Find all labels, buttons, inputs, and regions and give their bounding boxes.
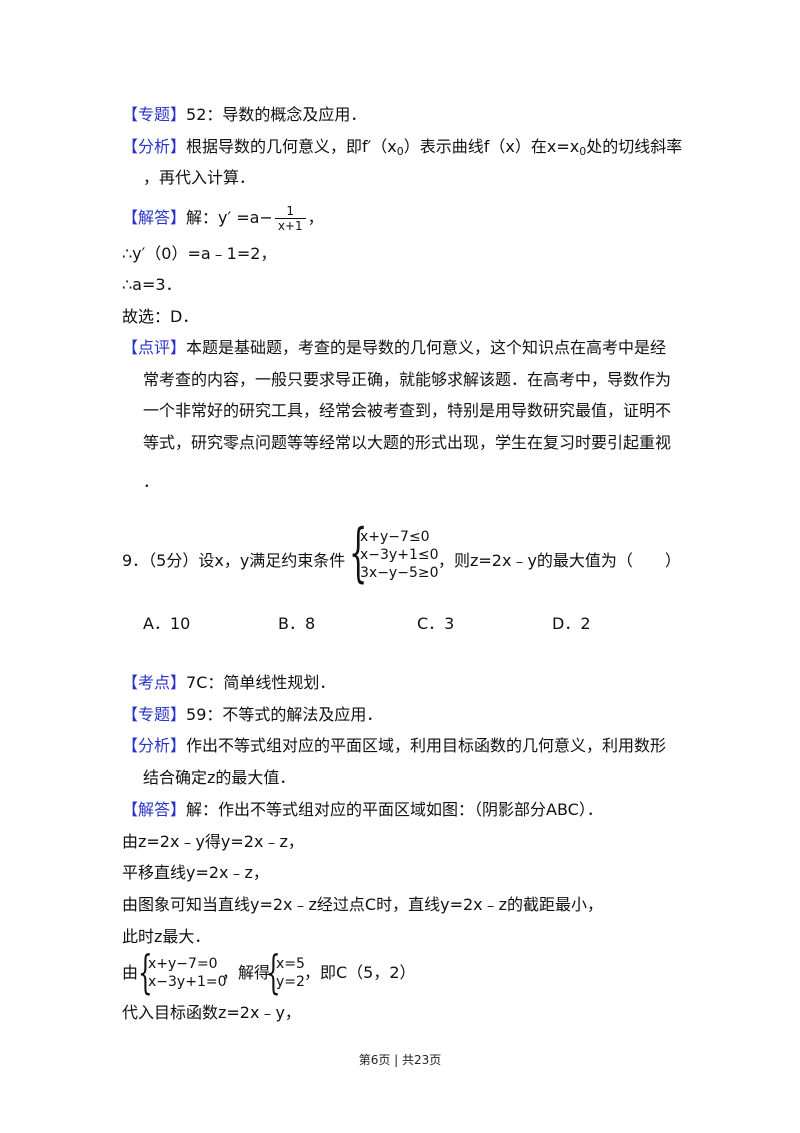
q9-analysis-line1: 【分析】作出不等式组对应的平面区域，利用目标函数的几何意义，利用数形 xyxy=(122,736,666,756)
q8-choice: 故选：D． xyxy=(122,307,199,326)
equation-1: x+y−7=0 xyxy=(148,956,218,972)
brace-symbol: { xyxy=(349,516,368,590)
constraint-1: x+y−7≤0 xyxy=(360,529,430,545)
subscript: 0 xyxy=(579,145,587,158)
option-a: A．10 xyxy=(143,614,191,633)
q8-step1: ∴y′（0）=a﹣1=2， xyxy=(122,244,277,263)
q9-step3: 由图象可知当直线y=2x﹣z经过点C时，直线y=2x﹣z的截距最小， xyxy=(122,895,604,914)
q8-analysis-line: 【分析】根据导数的几何意义，即f′（x0）表示曲线f（x）在x=x0处的切线斜率 xyxy=(122,137,682,162)
q9-step6: 代入目标函数z=2x﹣y， xyxy=(122,1003,301,1022)
analysis-tag: 【分析】 xyxy=(122,736,187,755)
analysis-text-b: ）表示曲线f（x）在x=x xyxy=(403,137,580,156)
answer-text: 解：作出不等式组对应的平面区域如图：（阴影部分ABC）． xyxy=(186,800,603,819)
equation-system-1: x+y−7=0 x−3y+1=0 xyxy=(148,955,226,991)
constraint-system: x+y−7≤0 x−3y+1≤0 3x−y−5≥0 xyxy=(360,528,438,582)
point-text: 7C：简单线性规划． xyxy=(186,673,336,692)
option-c: C．3 xyxy=(417,614,455,633)
q8-analysis-line2: ，再代入计算． xyxy=(143,168,256,187)
solution-x: x=5 xyxy=(276,956,305,972)
answer-tag: 【解答】 xyxy=(122,208,187,227)
q8-comment-line1: 【点评】本题是基础题，考查的是导数的几何意义，这个知识点在高考中是经 xyxy=(122,338,666,358)
q8-comment-line4: 等式，研究零点问题等等经常以大题的形式出现，学生在复习时要引起重视 xyxy=(143,433,672,452)
constraint-2: x−3y+1≤0 xyxy=(360,547,439,563)
subscript: 0 xyxy=(396,145,404,158)
answer-suffix: ， xyxy=(307,208,324,227)
answer-text: 解：y′ =a− xyxy=(186,208,273,227)
q9-step2: 平移直线y=2x﹣z， xyxy=(122,863,269,882)
q9-point-line: 【考点】7C：简单线性规划． xyxy=(122,673,335,693)
option-b: B．8 xyxy=(278,614,316,633)
q9-stem-suffix: ，则z=2x﹣y的最大值为（ ） xyxy=(438,551,681,570)
q9-step5-prefix: 由 xyxy=(122,963,139,982)
brace-symbol: { xyxy=(138,945,153,999)
fraction-numerator: 1 xyxy=(274,204,306,219)
fraction-denominator: x+1 xyxy=(277,219,303,233)
q8-topic-line: 【专题】52：导数的概念及应用． xyxy=(122,105,366,125)
q8-comment-line2: 常考查的内容，一般只要求导正确，就能够求解该题．在高考中，导数作为 xyxy=(143,370,672,389)
constraint-3: 3x−y−5≥0 xyxy=(360,565,439,581)
comment-text: 本题是基础题，考查的是导数的几何意义，这个知识点在高考中是经 xyxy=(186,338,667,357)
q8-comment-line5: ． xyxy=(143,472,160,491)
q9-step5-mid: ，解得 xyxy=(222,963,271,982)
point-tag: 【考点】 xyxy=(122,673,187,692)
q9-analysis-line2: 结合确定z的最大值． xyxy=(143,768,296,787)
topic-text: 59：不等式的解法及应用． xyxy=(186,705,383,724)
q9-step1: 由z=2x﹣y得y=2x﹣z， xyxy=(122,832,304,851)
q8-step2: ∴a=3． xyxy=(122,275,182,294)
analysis-text-a: 根据导数的几何意义，即f′（x xyxy=(186,137,397,156)
comment-tag: 【点评】 xyxy=(122,338,187,357)
analysis-text: 作出不等式组对应的平面区域，利用目标函数的几何意义，利用数形 xyxy=(186,736,667,755)
q9-answer-line: 【解答】解：作出不等式组对应的平面区域如图：（阴影部分ABC）． xyxy=(122,800,603,820)
brace-symbol: { xyxy=(266,945,281,999)
topic-tag: 【专题】 xyxy=(122,705,187,724)
option-d: D．2 xyxy=(552,614,591,633)
q9-topic-line: 【专题】59：不等式的解法及应用． xyxy=(122,705,382,725)
equation-system-2: x=5 y=2 xyxy=(276,955,305,991)
q9-step4: 此时z最大． xyxy=(122,927,211,946)
equation-2: x−3y+1=0 xyxy=(148,974,227,990)
topic-text: 52：导数的概念及应用． xyxy=(186,105,367,124)
analysis-text-c: 处的切线斜率 xyxy=(586,137,683,156)
answer-tag: 【解答】 xyxy=(122,800,187,819)
q9-step5-suffix: ，即C（5，2） xyxy=(304,963,416,982)
solution-y: y=2 xyxy=(276,974,305,990)
page-footer: 第6页 | 共23页 xyxy=(358,1053,442,1067)
analysis-tag: 【分析】 xyxy=(122,137,187,156)
q9-stem-prefix: 9．（5分）设x，y满足约束条件 xyxy=(122,551,346,570)
topic-tag: 【专题】 xyxy=(122,105,187,124)
q8-comment-line3: 一个非常好的研究工具，经常会被考查到，特别是用导数研究最值，证明不 xyxy=(143,401,672,420)
